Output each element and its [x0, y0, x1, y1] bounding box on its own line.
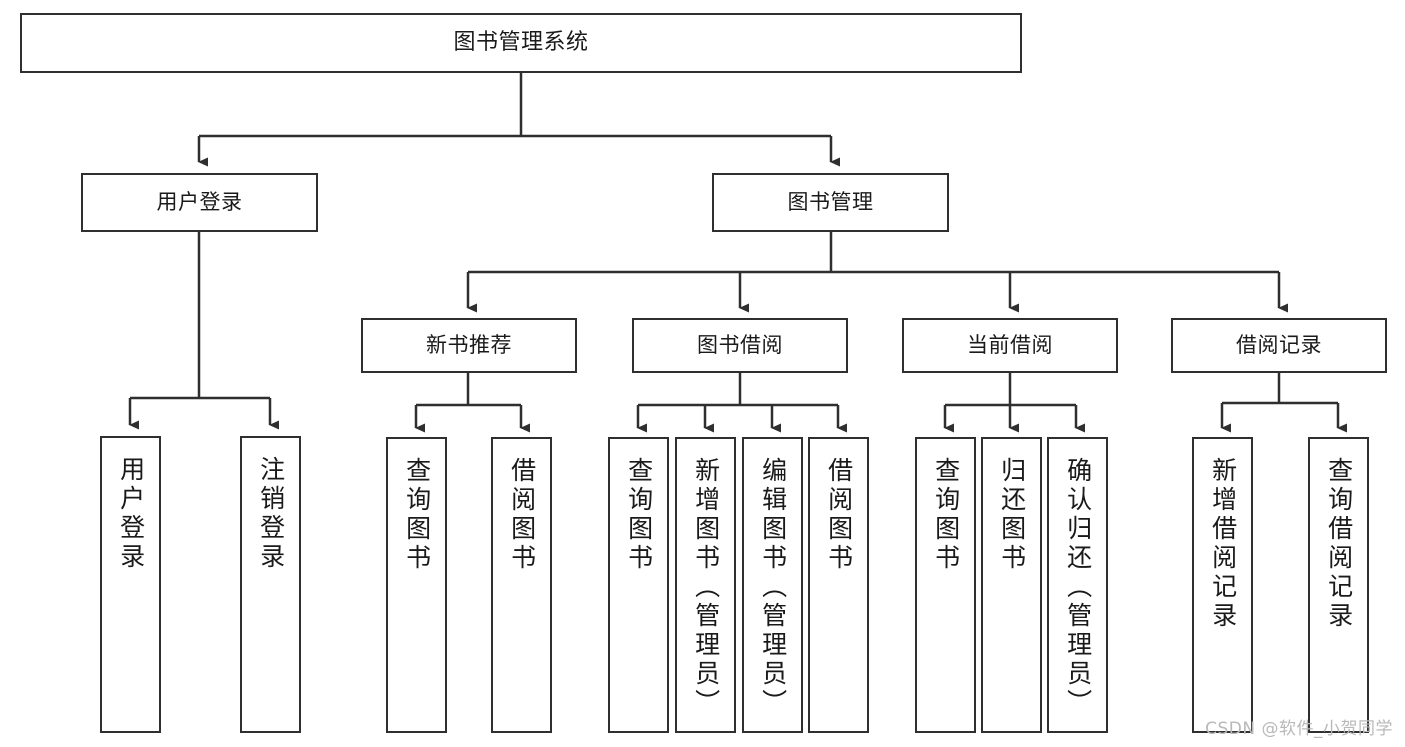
node-label: 图书管理系统	[453, 29, 589, 55]
node-label: 用户登录	[156, 189, 243, 214]
node-label: 查询图书	[931, 457, 961, 573]
node-root-system[interactable]: 图书管理系统	[20, 13, 1022, 73]
csdn-watermark: CSDN @软件_小贺同学	[1205, 719, 1393, 739]
node-label: 新增图书（管理员）	[691, 457, 721, 718]
node-leaf-add-record[interactable]: 新增借阅记录	[1192, 437, 1253, 733]
node-leaf-borrow-book-1[interactable]: 借阅图书	[491, 437, 552, 733]
node-leaf-user-login[interactable]: 用户登录	[100, 436, 161, 733]
node-label: 确认归还（管理员）	[1063, 457, 1093, 718]
node-leaf-add-book[interactable]: 新增图书（管理员）	[675, 437, 736, 733]
node-leaf-confirm-return[interactable]: 确认归还（管理员）	[1047, 437, 1108, 733]
node-label: 注销登录	[256, 456, 286, 572]
node-leaf-edit-book[interactable]: 编辑图书（管理员）	[742, 437, 803, 733]
node-label: 新书推荐	[426, 332, 512, 357]
node-leaf-query-book-2[interactable]: 查询图书	[608, 437, 669, 733]
node-leaf-logout[interactable]: 注销登录	[240, 436, 301, 733]
node-user-login[interactable]: 用户登录	[81, 173, 318, 232]
node-book-borrow[interactable]: 图书借阅	[632, 318, 848, 373]
node-label: 借阅图书	[824, 457, 854, 573]
node-label: 图书管理	[787, 189, 874, 214]
node-label: 借阅图书	[507, 457, 537, 573]
node-label: 当前借阅	[967, 332, 1053, 357]
node-leaf-borrow-book-2[interactable]: 借阅图书	[808, 437, 869, 733]
node-leaf-query-book-3[interactable]: 查询图书	[915, 437, 976, 733]
node-leaf-query-record[interactable]: 查询借阅记录	[1308, 437, 1369, 733]
node-label: 查询图书	[402, 457, 432, 573]
node-label: 图书借阅	[697, 332, 783, 357]
node-label: 编辑图书（管理员）	[758, 457, 788, 718]
node-borrow-record[interactable]: 借阅记录	[1171, 318, 1387, 373]
node-label: 用户登录	[116, 456, 146, 572]
node-label: 查询借阅记录	[1324, 457, 1354, 631]
node-label: 查询图书	[624, 457, 654, 573]
node-book-manage[interactable]: 图书管理	[712, 173, 949, 232]
node-leaf-query-book-1[interactable]: 查询图书	[386, 437, 447, 733]
node-leaf-return-book[interactable]: 归还图书	[981, 437, 1042, 733]
node-label: 新增借阅记录	[1208, 457, 1238, 631]
node-label: 归还图书	[997, 457, 1027, 573]
node-label: 借阅记录	[1236, 332, 1322, 357]
node-current-borrow[interactable]: 当前借阅	[902, 318, 1118, 373]
node-new-book-recommend[interactable]: 新书推荐	[361, 318, 577, 373]
